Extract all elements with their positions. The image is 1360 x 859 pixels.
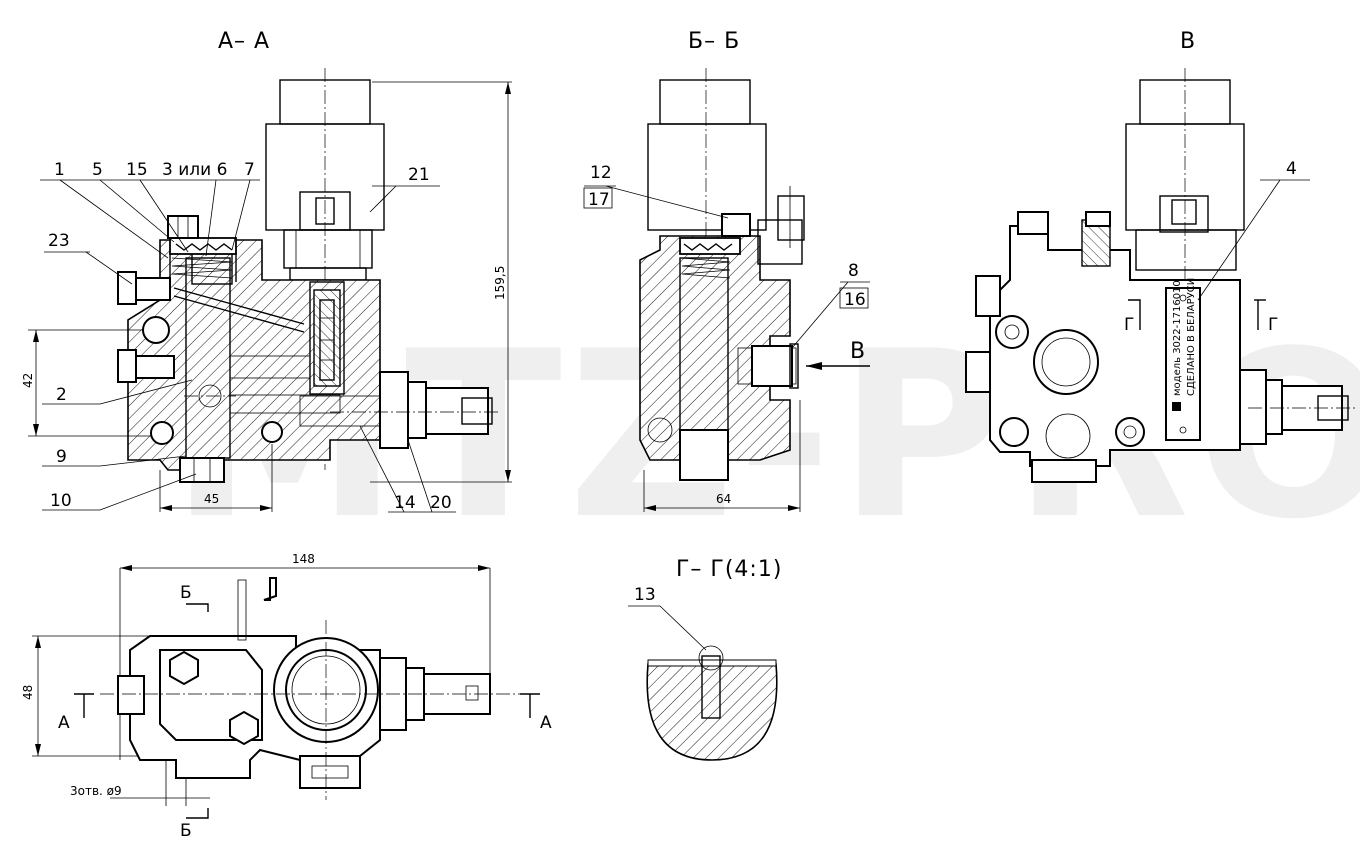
view-v-title: В bbox=[1180, 29, 1196, 54]
section-bb-view: Б– Б 64 В 12 17 bbox=[583, 29, 870, 512]
callout-12: 12 bbox=[590, 163, 612, 183]
marker-a-left: А bbox=[58, 713, 70, 733]
marker-b-top: Б bbox=[180, 583, 192, 603]
marker-a-right: А bbox=[540, 713, 552, 733]
section-aa-view: А– А bbox=[21, 29, 512, 513]
section-gg-title: Г– Г(4:1) bbox=[676, 557, 782, 582]
plan-view: 148 48 3отв. ø9 Б Б А bbox=[21, 552, 552, 841]
section-aa-title: А– А bbox=[218, 29, 270, 54]
callout-4: 4 bbox=[1286, 159, 1297, 179]
callout-14: 14 bbox=[394, 493, 416, 513]
view-v: В модель 3022-1716010 СДЕЛАНО В БЕЛАРУСИ bbox=[965, 29, 1356, 483]
marker-g-left: Г bbox=[1124, 315, 1134, 335]
callout-9: 9 bbox=[56, 447, 67, 467]
arrow-v-label: В bbox=[850, 339, 866, 364]
callout-2: 2 bbox=[56, 385, 67, 405]
callout-15: 15 bbox=[126, 160, 148, 180]
callout-23: 23 bbox=[48, 231, 70, 251]
marker-g-right: Г bbox=[1268, 315, 1278, 335]
plate-line-1: модель 3022-1716010 bbox=[1172, 280, 1183, 396]
callout-16: 16 bbox=[844, 290, 866, 310]
callout-1: 1 bbox=[54, 160, 65, 180]
plate-line-2: СДЕЛАНО В БЕЛАРУСИ bbox=[1186, 278, 1197, 396]
callout-21: 21 bbox=[408, 165, 430, 185]
dim-159: 159,5 bbox=[493, 266, 507, 300]
dim-148: 148 bbox=[292, 552, 315, 566]
spring-bb bbox=[679, 237, 741, 279]
dim-64: 64 bbox=[716, 492, 731, 506]
callout-3-or-6: 3 или 6 bbox=[162, 160, 227, 180]
callout-10: 10 bbox=[50, 491, 72, 511]
dim-45: 45 bbox=[204, 492, 219, 506]
callout-7: 7 bbox=[244, 160, 255, 180]
callout-20: 20 bbox=[430, 493, 452, 513]
callout-8: 8 bbox=[848, 261, 859, 281]
section-bb-title: Б– Б bbox=[688, 29, 740, 54]
callout-17: 17 bbox=[588, 190, 610, 210]
callout-13: 13 bbox=[634, 585, 656, 605]
callout-5: 5 bbox=[92, 160, 103, 180]
dim-holes: 3отв. ø9 bbox=[70, 784, 122, 798]
leader-lines-aa bbox=[40, 179, 456, 513]
section-gg-view: Г– Г(4:1) 13 bbox=[628, 557, 782, 761]
marker-b-bottom: Б bbox=[180, 821, 192, 841]
nameplate: модель 3022-1716010 СДЕЛАНО В БЕЛАРУСИ bbox=[1165, 278, 1201, 441]
dim-48: 48 bbox=[21, 685, 35, 700]
dim-42: 42 bbox=[21, 373, 35, 388]
